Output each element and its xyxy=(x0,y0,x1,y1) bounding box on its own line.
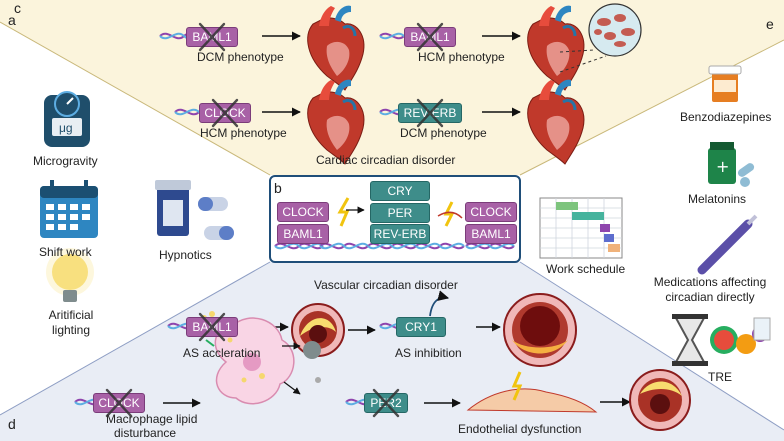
dcm-phenotype-label-2: DCM phenotype xyxy=(400,126,487,140)
benzodiazepines-label: Benzodiazepines xyxy=(680,110,772,124)
panel-label-d: d xyxy=(8,416,16,432)
panel-label-b: b xyxy=(274,180,282,196)
as-acceleration-label: AS accleration xyxy=(183,346,261,360)
as-inhibition-label: AS inhibition xyxy=(395,346,462,360)
panel-label-e: e xyxy=(766,16,774,32)
artificial-lighting-label-2: lighting xyxy=(51,323,91,337)
gene-clock-b2: CLOCK xyxy=(465,202,517,222)
hcm-phenotype-label-1: HCM phenotype xyxy=(418,50,505,64)
gene-cry-b: CRY xyxy=(370,181,430,201)
melatonins-label: Melatonins xyxy=(688,192,747,206)
endothelial-dysfunction-label: Endothelial dysfunction xyxy=(458,422,582,436)
gene-bmal1-b2: BAML1 xyxy=(465,224,517,244)
cardiac-circadian-disorder-title: Cardiac circadian disorder xyxy=(316,153,456,167)
tre-label: TRE xyxy=(708,370,732,384)
panel-label-a: a xyxy=(8,12,16,28)
shift-work-label: Shift work xyxy=(39,245,92,259)
macrophage-label-1: Macrophage lipid xyxy=(106,412,198,426)
microgravity-label: Microgravity xyxy=(33,154,98,168)
gene-bmal1-b: BAML1 xyxy=(277,224,329,244)
hypnotics-label: Hypnotics xyxy=(159,248,212,262)
gene-per-b: PER xyxy=(370,203,430,223)
gene-reverb-b: REV-ERB xyxy=(370,224,430,244)
hcm-phenotype-label-2: HCM phenotype xyxy=(200,126,287,140)
medications-label-1: Medications affecting xyxy=(653,275,767,289)
medications-label-2: circadian directly xyxy=(665,290,755,304)
vascular-circadian-disorder-title: Vascular circadian disorder xyxy=(314,278,458,292)
panel-label-c: c xyxy=(14,0,21,16)
dcm-phenotype-label-1: DCM phenotype xyxy=(197,50,284,64)
work-schedule-label: Work schedule xyxy=(546,262,626,276)
gene-clock-b: CLOCK xyxy=(277,202,329,222)
svg-text:+: + xyxy=(716,157,729,176)
artificial-lighting-label-1: Aritificial xyxy=(48,308,94,322)
scale-unit-label: μg xyxy=(59,121,73,135)
gene-cry1-d: CRY1 xyxy=(396,317,446,337)
macrophage-label-2: disturbance xyxy=(114,426,177,440)
